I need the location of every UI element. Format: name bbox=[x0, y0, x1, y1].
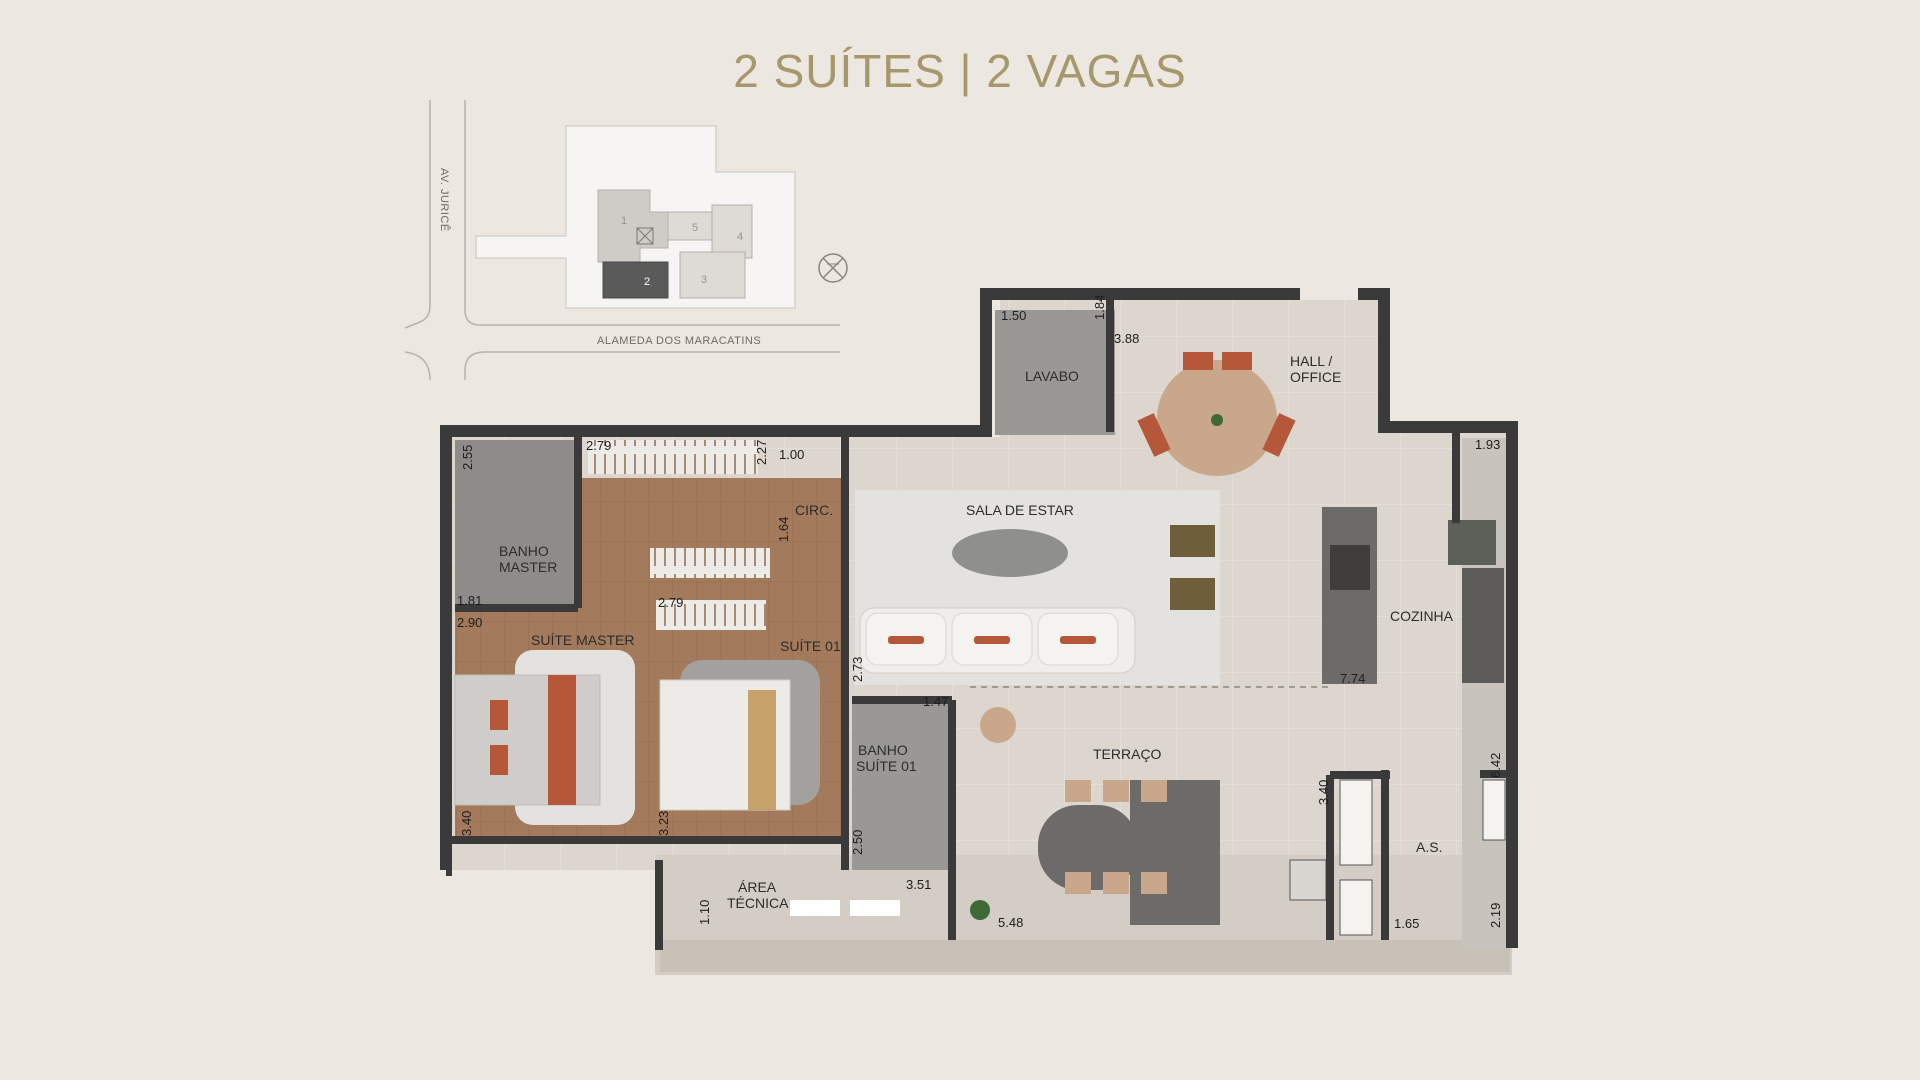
sofa bbox=[859, 607, 1136, 674]
street-alameda: ALAMEDA DOS MARACATINS bbox=[597, 335, 761, 347]
dim-bs01-w: 1.47 bbox=[923, 694, 948, 709]
ac-unit bbox=[850, 900, 900, 916]
dim-at-w: 3.51 bbox=[906, 877, 931, 892]
dim-lavabo-w: 1.50 bbox=[1001, 308, 1026, 323]
dim-s01-h: 3.23 bbox=[656, 811, 671, 836]
room-labels: LAVABO HALL / OFFICE SALA DE ESTAR CIRC.… bbox=[499, 353, 1454, 911]
building-label-5: 5 bbox=[692, 222, 698, 234]
dim-closet-w: 2.79 bbox=[586, 438, 611, 453]
dim-cozinha-h: 1.93 bbox=[1475, 437, 1500, 452]
dim-as-w2: 1.65 bbox=[1394, 916, 1419, 931]
walls bbox=[440, 288, 1518, 948]
lavabo-floor bbox=[995, 310, 1115, 435]
armchair bbox=[1170, 578, 1215, 610]
label-cozinha: COZINHA bbox=[1390, 608, 1454, 624]
building-5 bbox=[667, 211, 713, 241]
compass-x-icon bbox=[818, 253, 848, 283]
label-banho-suite-1: BANHO bbox=[858, 742, 908, 758]
dim-as-depth: 6.42 bbox=[1488, 753, 1503, 778]
building-label-1: 1 bbox=[621, 215, 627, 227]
closet-master bbox=[588, 440, 758, 474]
dim-circ-h: 1.64 bbox=[776, 517, 791, 542]
label-area-tecnica-2: TÉCNICA bbox=[727, 895, 789, 911]
terrace-chair bbox=[980, 707, 1016, 743]
building-3 bbox=[679, 251, 746, 299]
site-plan: 1 2 3 4 5 ALAMEDA DOS MARACATINS AV. JUR… bbox=[404, 100, 848, 381]
building-2 bbox=[602, 261, 669, 299]
dim-at-h: 1.10 bbox=[697, 900, 712, 925]
label-area-tecnica-1: ÁREA bbox=[738, 879, 777, 895]
label-suite-01: SUÍTE 01 bbox=[780, 638, 841, 654]
interior-walls bbox=[452, 300, 1390, 940]
terrace-table bbox=[1038, 780, 1220, 925]
label-banho-master-1: BANHO bbox=[499, 543, 549, 559]
dim-as-h: 2.19 bbox=[1488, 903, 1503, 928]
label-circ: CIRC. bbox=[795, 502, 833, 518]
dimension-labels: 1.50 1.84 3.88 2.55 2.79 2.27 1.00 1.64 … bbox=[457, 295, 1503, 931]
label-as: A.S. bbox=[1416, 839, 1442, 855]
dim-bs01-h: 2.50 bbox=[850, 830, 865, 855]
plant bbox=[970, 900, 990, 920]
master-bed bbox=[454, 674, 601, 806]
ac-unit bbox=[790, 900, 840, 916]
closet-suite01-b bbox=[656, 600, 766, 630]
kitchen-island bbox=[1322, 507, 1377, 684]
dim-hall-w: 3.88 bbox=[1114, 331, 1139, 346]
label-banho-master-2: MASTER bbox=[499, 559, 557, 575]
banho-master-floor bbox=[455, 440, 575, 610]
dim-terraco-w: 5.48 bbox=[998, 915, 1023, 930]
dim-s01-w: 2.73 bbox=[850, 657, 865, 682]
dim-closet-h: 2.27 bbox=[754, 440, 769, 465]
service-appliance bbox=[1339, 779, 1373, 866]
dim-bm-h: 2.55 bbox=[460, 445, 475, 470]
kitchen-counter bbox=[1462, 438, 1507, 948]
hall-table bbox=[1137, 352, 1296, 476]
coffee-table bbox=[952, 529, 1068, 577]
label-sala-de-estar: SALA DE ESTAR bbox=[966, 502, 1074, 518]
building-4 bbox=[711, 204, 753, 259]
label-office: OFFICE bbox=[1290, 369, 1341, 385]
wall-blocks bbox=[655, 433, 1510, 950]
dim-suite01-closet: 2.79 bbox=[658, 595, 683, 610]
label-lavabo: LAVABO bbox=[1025, 368, 1079, 384]
dim-bm-w: 1.81 bbox=[457, 593, 482, 608]
dim-as-w: 3.40 bbox=[1316, 780, 1331, 805]
dim-sm-h: 3.40 bbox=[459, 811, 474, 836]
building-label-2: 2 bbox=[644, 276, 650, 288]
fridge bbox=[1448, 520, 1496, 565]
building-label-3: 3 bbox=[701, 274, 707, 286]
dim-cozinha-w: 7.74 bbox=[1340, 671, 1365, 686]
dim-sm-w: 2.90 bbox=[457, 615, 482, 630]
label-suite-master: SUÍTE MASTER bbox=[531, 632, 634, 648]
dim-lavabo-h: 1.84 bbox=[1092, 295, 1107, 320]
page-title: 2 SUÍTES | 2 VAGAS bbox=[733, 45, 1187, 97]
dim-circ-w: 1.00 bbox=[779, 447, 804, 462]
banho-suite-floor bbox=[852, 700, 952, 870]
label-terraco: TERRAÇO bbox=[1093, 746, 1162, 762]
label-banho-suite-2: SUÍTE 01 bbox=[856, 758, 917, 774]
closet-suite01-a bbox=[650, 548, 770, 578]
street-avenida: AV. JURICÊ bbox=[438, 168, 451, 232]
building-label-4: 4 bbox=[737, 231, 743, 243]
label-hall: HALL / bbox=[1290, 353, 1332, 369]
armchair bbox=[1170, 525, 1215, 557]
